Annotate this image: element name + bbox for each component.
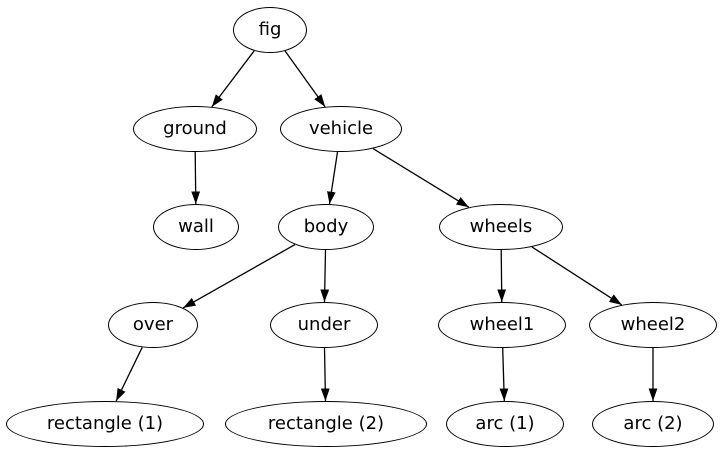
node-label: arc (1) xyxy=(475,413,535,434)
node-rectangle-2: rectangle (2) xyxy=(225,401,427,447)
node-label: arc (2) xyxy=(623,413,683,434)
node-label: fig xyxy=(258,19,282,40)
node-label: ground xyxy=(163,118,227,139)
edge-vehicle-to-wheels xyxy=(372,148,470,208)
node-label: rectangle (2) xyxy=(267,413,385,434)
node-vehicle: vehicle xyxy=(280,106,402,152)
node-under: under xyxy=(270,302,378,348)
node-over: over xyxy=(108,302,198,348)
node-wall: wall xyxy=(153,204,239,250)
edge-ground-to-wall xyxy=(191,151,201,205)
edge-wheels-to-wheel2 xyxy=(531,246,623,306)
edge-body-to-over xyxy=(182,244,296,309)
node-wheel1: wheel1 xyxy=(438,302,566,348)
node-label: wall xyxy=(178,216,214,237)
node-wheel2: wheel2 xyxy=(589,302,717,348)
edge-wheel1-to-arc1 xyxy=(499,347,509,402)
edge-vehicle-to-body xyxy=(327,151,339,205)
node-body: body xyxy=(278,204,374,250)
edge-body-to-under xyxy=(320,249,330,303)
node-wheels: wheels xyxy=(439,204,563,250)
node-label: wheel2 xyxy=(620,314,686,335)
edge-over-to-rect1 xyxy=(115,347,143,402)
node-arc-2: arc (2) xyxy=(592,401,714,447)
node-label: rectangle (1) xyxy=(46,413,164,434)
edge-fig-to-ground xyxy=(211,50,255,108)
node-label: wheel1 xyxy=(469,314,535,335)
node-label: wheels xyxy=(469,216,533,237)
node-ground: ground xyxy=(133,106,257,152)
node-label: under xyxy=(297,314,351,335)
node-fig: fig xyxy=(233,7,307,53)
edge-wheels-to-wheel1 xyxy=(497,249,507,303)
node-label: body xyxy=(303,216,349,237)
edge-under-to-rect2 xyxy=(320,347,330,402)
node-label: over xyxy=(132,314,174,335)
edge-fig-to-vehicle xyxy=(284,50,326,108)
node-label: vehicle xyxy=(308,118,374,139)
node-rectangle-1: rectangle (1) xyxy=(6,401,204,447)
node-arc-1: arc (1) xyxy=(446,401,564,447)
